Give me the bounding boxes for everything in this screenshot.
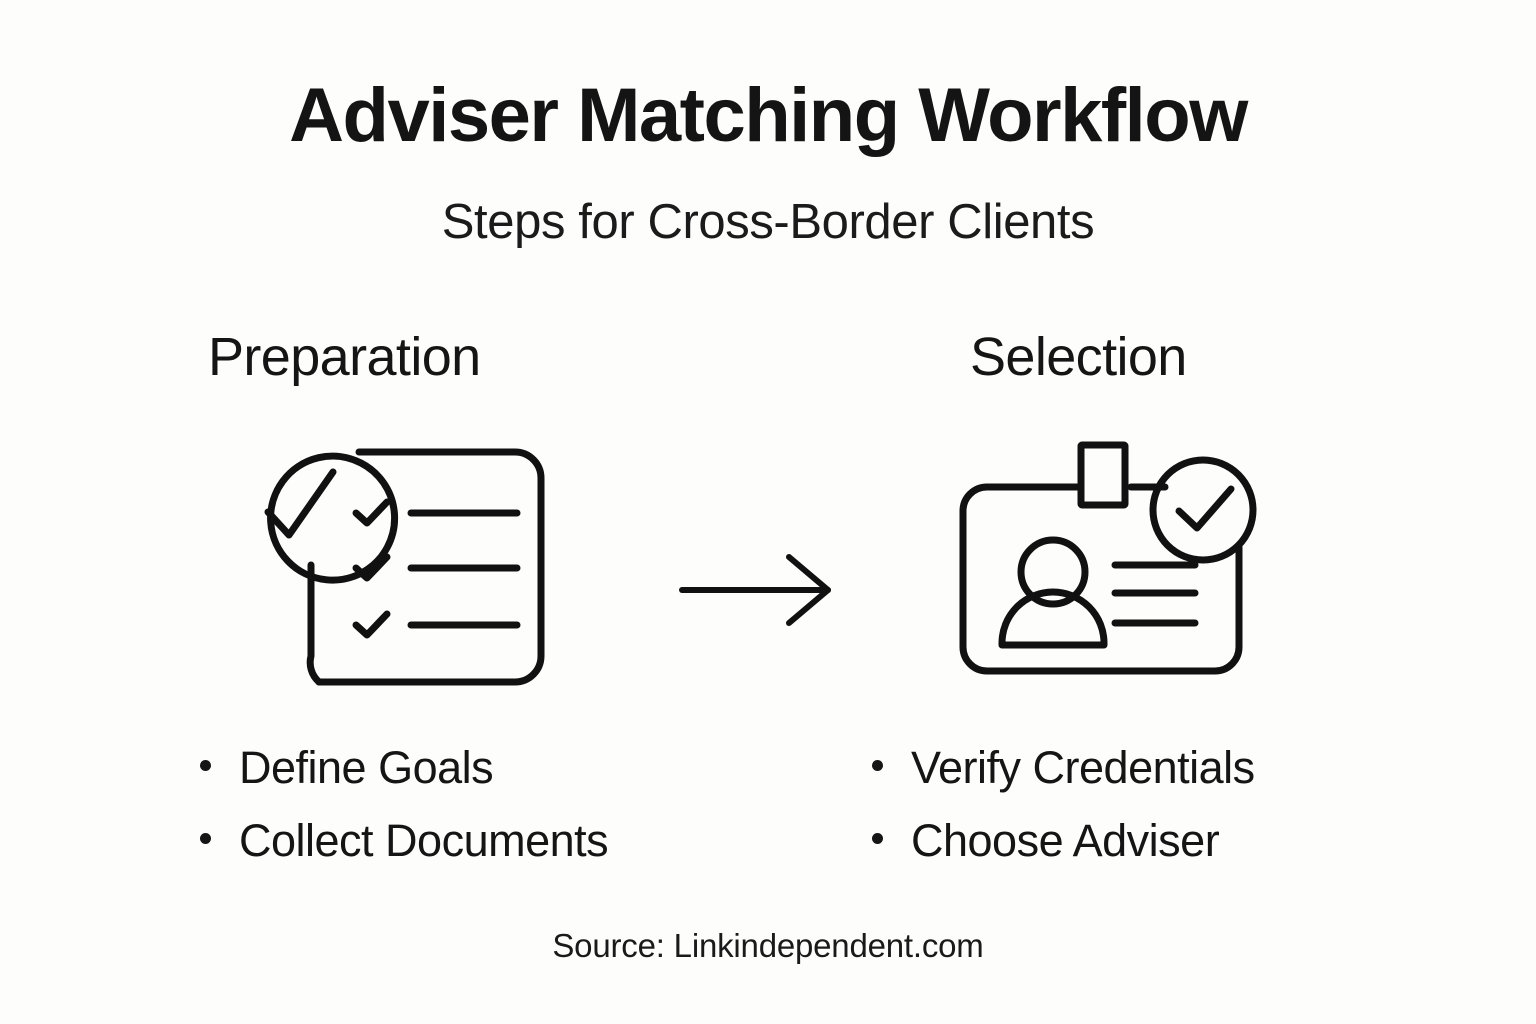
id-badge-verified-icon xyxy=(945,435,1285,695)
list-item-label: Define Goals xyxy=(239,742,494,793)
bullet-dot-icon xyxy=(200,760,211,771)
bullet-dot-icon xyxy=(200,832,211,844)
icon-area-preparation xyxy=(160,430,780,710)
list-item-label: Collect Documents xyxy=(239,814,609,866)
list-item-label: Verify Credentials xyxy=(911,742,1255,793)
checklist-verified-icon xyxy=(215,430,555,700)
arrow-right-icon xyxy=(676,545,846,640)
bullet-dot-icon xyxy=(872,760,883,771)
page-subtitle: Steps for Cross-Border Clients xyxy=(441,195,1095,249)
page-title: Adviser Matching Workflow xyxy=(289,73,1248,158)
list-item: Choose Adviser xyxy=(872,805,1492,878)
column-heading-preparation: Preparation xyxy=(208,327,481,387)
bullet-list-preparation: Define Goals Collect Documents xyxy=(160,732,820,878)
bullet-list-selection: Verify Credentials Choose Adviser xyxy=(830,732,1492,878)
list-item: Define Goals xyxy=(200,732,820,805)
bullet-dot-icon xyxy=(872,832,883,844)
list-item: Collect Documents xyxy=(200,805,820,878)
column-heading-selection: Selection xyxy=(970,327,1187,387)
list-item-label: Choose Adviser xyxy=(911,814,1220,866)
list-item: Verify Credentials xyxy=(872,732,1492,805)
source-attribution: Source: Linkindependent.com xyxy=(552,927,984,964)
icon-area-selection xyxy=(830,430,1450,710)
